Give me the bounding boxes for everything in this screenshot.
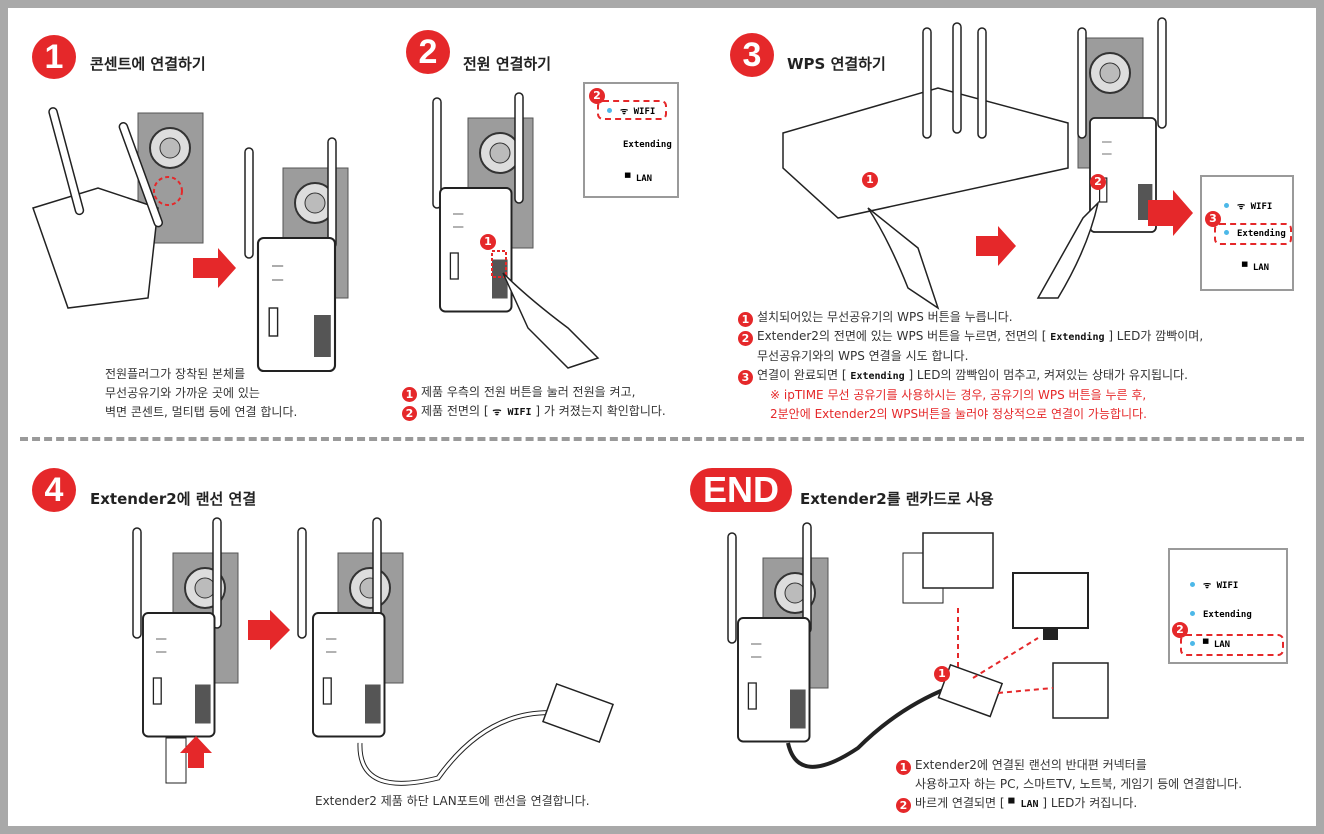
step2-number: 2 xyxy=(406,30,450,74)
led-extending: Extending xyxy=(623,140,672,150)
line: 사용하고자 하는 PC, 스마트TV, 노트북, 게임기 등에 연결합니다. xyxy=(915,777,1243,791)
step2-illustration xyxy=(432,92,600,369)
line: Extender2에 연결된 랜선의 반대편 커넥터를 xyxy=(915,758,1147,772)
led-wifi: ᯤ WIFI xyxy=(607,104,655,117)
end-led-panel: ᯤ WIFI Extending 2 ▀ LAN xyxy=(1168,548,1288,664)
step4-title: Extender2에 랜선 연결 xyxy=(90,490,257,508)
line: ] LED가 켜집니다. xyxy=(1042,796,1138,810)
note-line: 2분안에 Extender2의 WPS버튼을 눌러야 정상적으로 연결이 가능합… xyxy=(770,407,1147,421)
step3-number: 3 xyxy=(730,33,774,77)
badge: 3 xyxy=(738,370,753,385)
callout-badge: 1 xyxy=(862,172,878,188)
manual-page: 1 콘센트에 연결하기 전원플러그가 장착된 본체를 무선공유기와 가까운 곳에… xyxy=(8,8,1316,826)
badge: 1 xyxy=(896,760,911,775)
led-label: Extending xyxy=(1050,332,1105,343)
step3-instructions: 1 설치되어있는 무선공유기의 WPS 버튼을 누릅니다. 2 Extender2의… xyxy=(738,308,1203,424)
step3-led-panel: ᯤ WIFI 3 Extending ▀ LAN xyxy=(1200,175,1294,291)
line: 무선공유기와의 WPS 연결을 시도 합니다. xyxy=(757,349,969,363)
led-label: ▀ LAN xyxy=(1008,799,1039,810)
led-lan: ▀ LAN xyxy=(625,174,653,184)
end-title: Extender2를 랜카드로 사용 xyxy=(800,490,994,508)
line: ] LED의 깜빡임이 멈추고, 켜져있는 상태가 유지됩니다. xyxy=(908,368,1188,382)
line: 연결이 완료되면 [ xyxy=(757,368,847,382)
led-lan: ▀ LAN xyxy=(1242,263,1270,273)
step2-led-panel: 2 ᯤ WIFI Extending ▀ LAN xyxy=(583,82,679,198)
step3-title: WPS 연결하기 xyxy=(787,55,886,73)
section-divider xyxy=(20,437,1304,441)
led-wifi: ᯤ WIFI xyxy=(1190,578,1238,591)
step3-illustration xyxy=(782,17,1193,310)
step2-title: 전원 연결하기 xyxy=(463,55,552,73)
note-line: ※ ipTIME 무선 공유기를 사용하시는 경우, 공유기의 WPS 버튼을 … xyxy=(770,388,1147,402)
step1-illustration xyxy=(32,106,349,373)
step1-title: 콘센트에 연결하기 xyxy=(90,55,206,73)
step4-description: Extender2 제품 하단 LAN포트에 랜선을 연결합니다. xyxy=(315,794,590,808)
led-wifi: ᯤ WIFI xyxy=(1224,199,1272,212)
badge: 2 xyxy=(896,798,911,813)
step4-number: 4 xyxy=(32,468,76,512)
step4-illustration xyxy=(132,517,614,786)
led-extending: Extending xyxy=(1190,610,1252,620)
line: ] LED가 깜빡이며, xyxy=(1108,329,1204,343)
line: 제품 전면의 [ xyxy=(421,404,489,418)
callout-badge: 2 xyxy=(1090,174,1106,190)
line: 설치되어있는 무선공유기의 WPS 버튼을 누릅니다. xyxy=(757,310,1013,324)
step1-number: 1 xyxy=(32,35,76,79)
step1-description: 전원플러그가 장착된 본체를 무선공유기와 가까운 곳에 있는 벽면 콘센트, … xyxy=(105,365,297,422)
desc-line: 무선공유기와 가까운 곳에 있는 xyxy=(105,386,260,400)
led-extending: Extending xyxy=(1224,229,1286,239)
desc-line: 벽면 콘센트, 멀티탭 등에 연결 합니다. xyxy=(105,405,298,419)
end-badge: END xyxy=(690,468,792,512)
end-instructions: 1 Extender2에 연결된 랜선의 반대편 커넥터를 사용하고자 하는 PC… xyxy=(896,756,1242,814)
led-label: Extending xyxy=(850,371,905,382)
line: 제품 우측의 전원 버튼을 눌러 전원을 켜고, xyxy=(421,385,636,399)
badge: 2 xyxy=(738,331,753,346)
highlight-box xyxy=(1214,223,1292,245)
line: Extender2의 전면에 있는 WPS 버튼을 누르면, 전면의 [ xyxy=(757,329,1047,343)
badge: 2 xyxy=(402,406,417,421)
badge: 1 xyxy=(402,387,417,402)
illustrations xyxy=(32,17,1193,786)
badge: 1 xyxy=(738,312,753,327)
line: 바르게 연결되면 [ xyxy=(915,796,1005,810)
led-label: ᯤ WIFI xyxy=(492,407,532,418)
highlight-box xyxy=(597,100,667,120)
highlight-box xyxy=(1180,634,1284,656)
line: ] 가 켜졌는지 확인합니다. xyxy=(535,404,666,418)
step2-instructions: 1 제품 우측의 전원 버튼을 눌러 전원을 켜고, 2 제품 전면의 [ ᯤ WI… xyxy=(402,383,666,422)
callout-badge: 1 xyxy=(934,666,950,682)
desc-line: 전원플러그가 장착된 본체를 xyxy=(105,367,246,381)
end-illustration xyxy=(727,522,1109,769)
led-lan: ▀ LAN xyxy=(1190,640,1230,650)
step2-callout-badge: 1 xyxy=(480,234,496,250)
